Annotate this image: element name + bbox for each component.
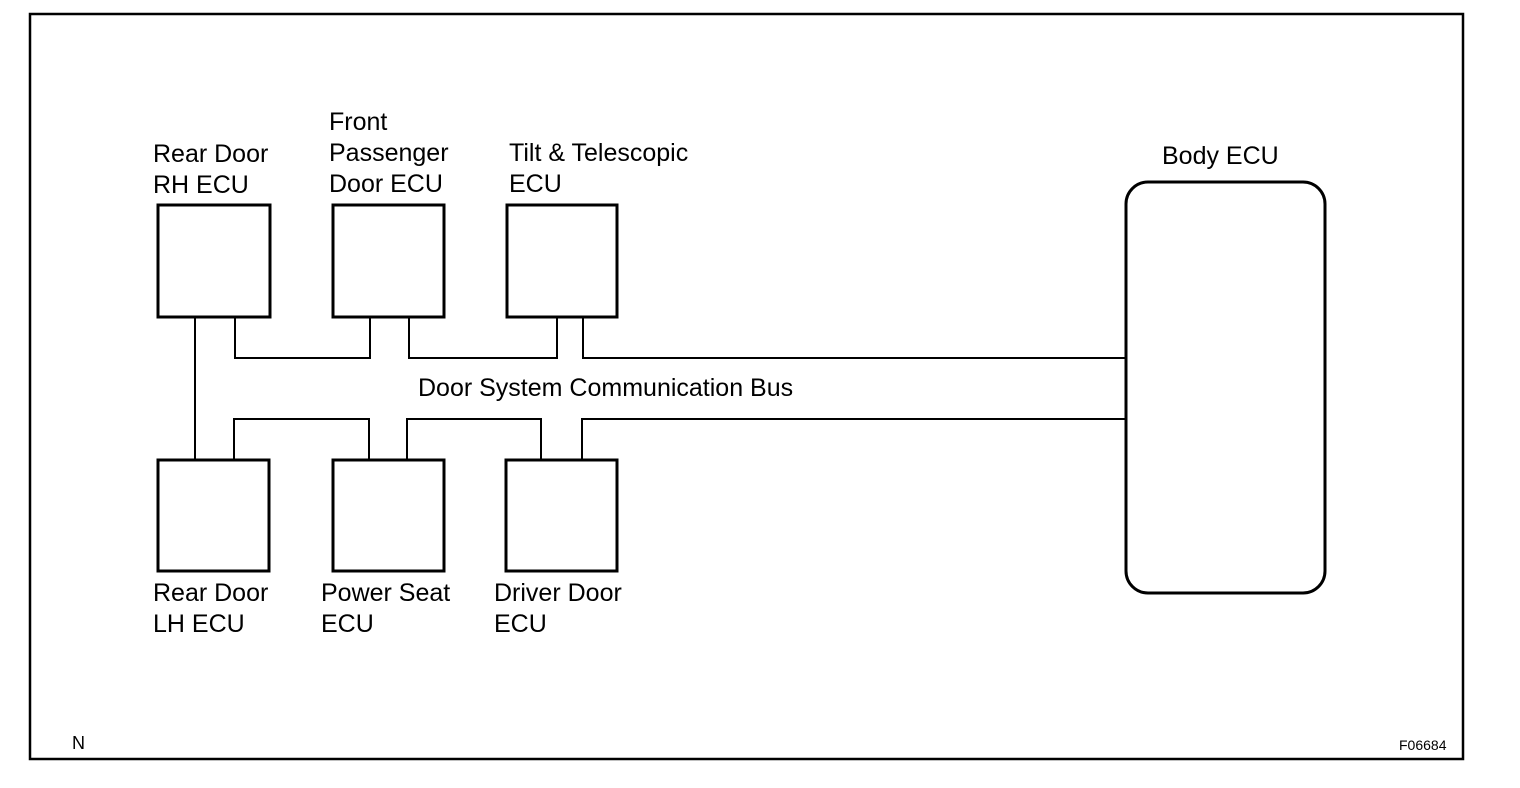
rear-door-rh-ecu-box [156, 203, 272, 319]
diagram-frame [28, 12, 1465, 761]
bus-wire-upper-link-1 [408, 317, 558, 359]
bus-wire-upper-link-2 [234, 317, 371, 359]
bus-wire-upper [582, 317, 1126, 359]
body-ecu-label: Body ECU [1162, 142, 1279, 170]
power-seat-ecu-label: Power Seat ECU [321, 579, 451, 638]
body-ecu-box [1124, 180, 1327, 595]
power-seat-ecu-box [331, 458, 446, 573]
front-passenger-door-ecu-box [331, 203, 446, 319]
driver-door-ecu-box [504, 458, 619, 573]
bus-wire-lower [581, 418, 1126, 460]
rear-door-lh-ecu-label: Rear Door LH ECU [153, 579, 269, 638]
corner-mark-n: N [72, 733, 85, 753]
driver-door-ecu-label: Driver Door ECU [494, 579, 622, 638]
figure-code: F06684 [1399, 737, 1447, 753]
rear-door-lh-ecu-box [156, 458, 271, 573]
front-passenger-door-ecu-label: Front Passenger Door ECU [329, 108, 449, 198]
tilt-telescopic-ecu-label: Tilt & Telescopic ECU [509, 139, 689, 198]
rear-door-rh-ecu-label: Rear Door RH ECU [153, 140, 269, 199]
bus-label: Door System Communication Bus [418, 374, 794, 402]
bus-wire-lower-link-1 [406, 418, 542, 460]
bus-wire-lower-link-2 [233, 418, 370, 460]
tilt-telescopic-ecu-box [505, 203, 619, 319]
